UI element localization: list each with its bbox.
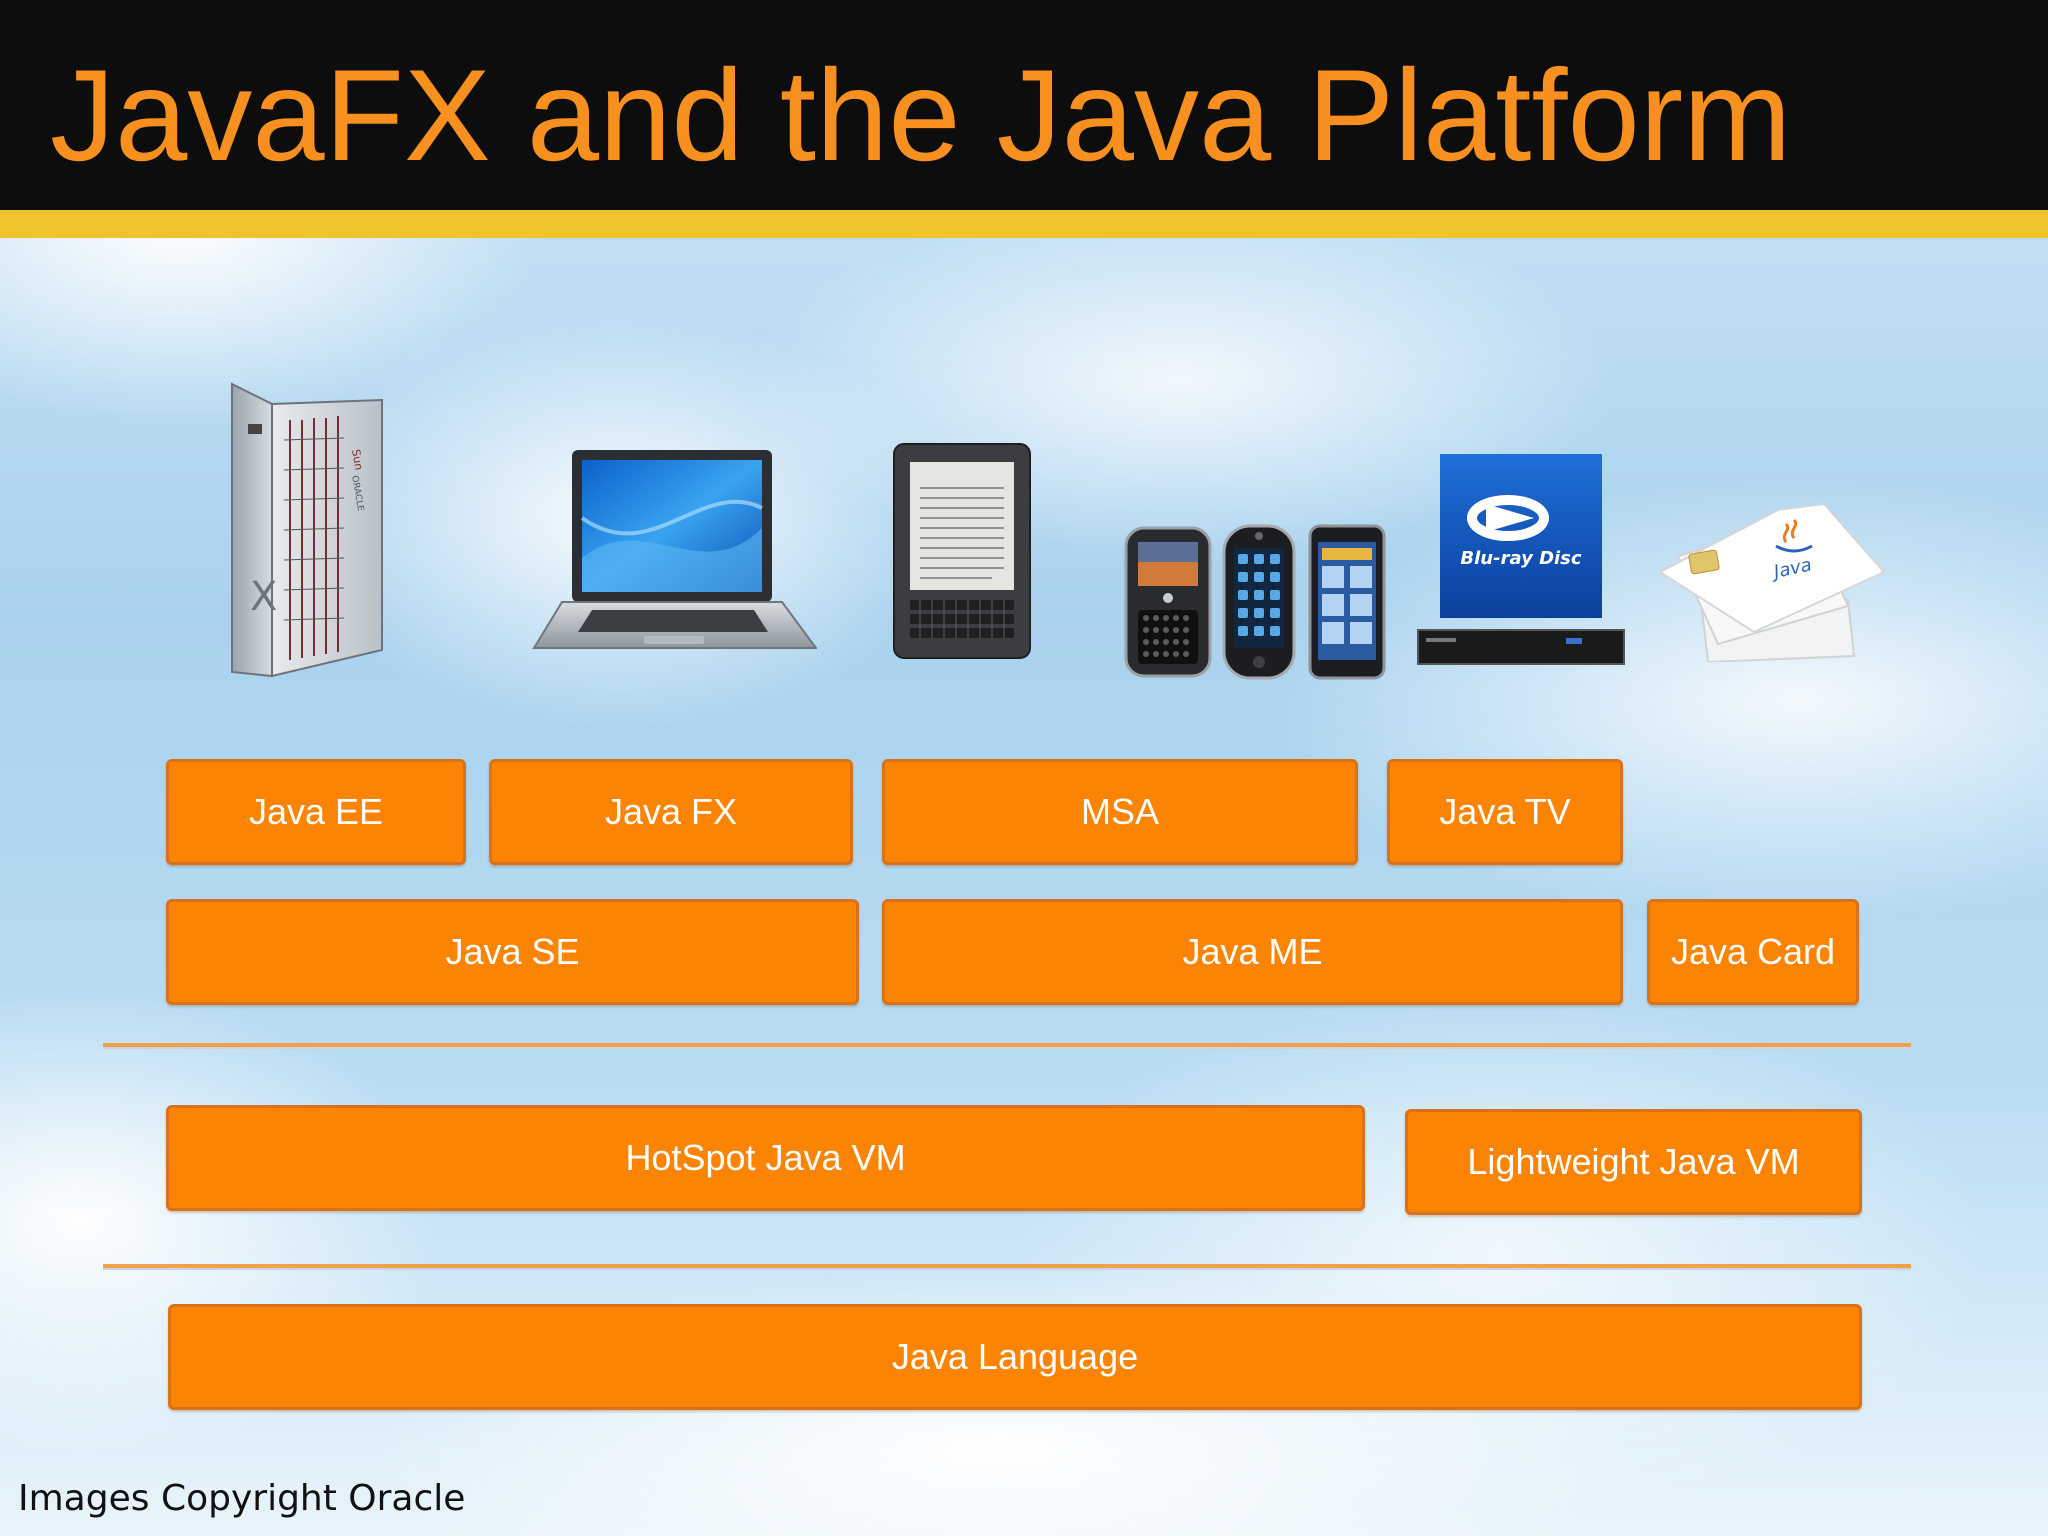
server-rack-icon: X Sun ORACLE — [228, 380, 388, 680]
svg-text:Sun: Sun — [349, 448, 365, 471]
java-se-label: Java SE — [445, 931, 580, 972]
layer-divider-top — [103, 1043, 1911, 1049]
ereader-icon — [892, 442, 1032, 660]
bluray-player-icon: Blu-ray Disc — [1416, 452, 1626, 666]
lightweight-vm-box: Lightweight Java VM — [1405, 1109, 1862, 1215]
java-ee-label: Java EE — [248, 791, 384, 832]
mobile-phones-icon — [1124, 524, 1386, 680]
layer-divider-bottom — [103, 1264, 1911, 1270]
title-underline — [0, 210, 2048, 238]
java-language-label: Java Language — [891, 1336, 1139, 1377]
title-bar: JavaFX and the Java Platform — [0, 0, 2048, 210]
java-me-label: Java ME — [1182, 931, 1323, 972]
hotspot-vm-label: HotSpot Java VM — [625, 1137, 906, 1178]
java-card-box: Java Card — [1647, 899, 1859, 1005]
java-me-box: Java ME — [882, 899, 1623, 1005]
msa-box: MSA — [882, 759, 1358, 865]
lightweight-vm-label: Lightweight Java VM — [1467, 1141, 1800, 1182]
hotspot-vm-box: HotSpot Java VM — [166, 1105, 1365, 1211]
java-fx-label: Java FX — [604, 791, 738, 832]
java-smart-card-icon: Java — [1658, 500, 1886, 662]
svg-text:X: X — [250, 574, 277, 620]
image-copyright: Images Copyright Oracle — [18, 1478, 466, 1519]
java-language-box: Java Language — [168, 1304, 1862, 1410]
java-card-label: Java Card — [1670, 931, 1836, 972]
java-se-box: Java SE — [166, 899, 859, 1005]
msa-label: MSA — [1080, 791, 1159, 832]
java-tv-box: Java TV — [1387, 759, 1623, 865]
svg-text:Blu-ray Disc: Blu-ray Disc — [1460, 548, 1581, 569]
java-ee-box: Java EE — [166, 759, 466, 865]
laptop-icon — [532, 448, 817, 663]
java-fx-box: Java FX — [489, 759, 853, 865]
java-tv-label: Java TV — [1439, 791, 1571, 832]
slide-title: JavaFX and the Java Platform — [50, 42, 1792, 188]
